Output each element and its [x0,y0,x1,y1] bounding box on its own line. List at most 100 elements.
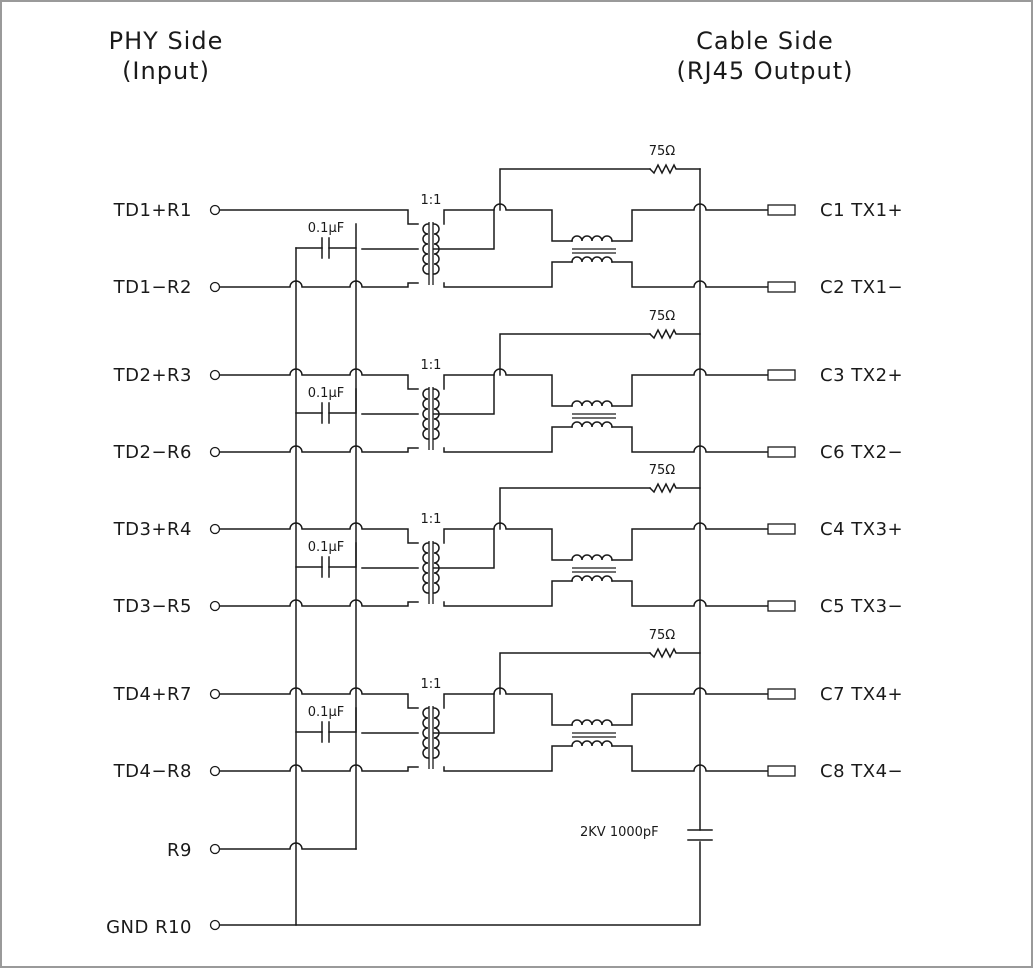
output-connector [767,369,796,381]
pin-label-in-neg: TD4−R8 [113,761,192,782]
output-pos-wire [611,687,769,726]
resistor-75ohm [648,482,701,494]
resistor-75ohm [648,163,701,175]
pin-label-gnd-r10: GND R10 [106,917,192,938]
center-tap [433,209,495,250]
pin-label-in-neg: TD1−R2 [113,277,192,298]
cable-side-subtitle: (RJ45 Output) [676,57,853,85]
choke-coil-upper [571,554,613,561]
transformer-ratio: 1:1 [421,677,442,692]
capacitor-label: 0.1µF [308,221,344,236]
input-neg-wire [219,599,419,607]
center-tap [433,693,495,734]
pin-label-out-pos: C7 TX4+ [820,684,903,705]
output-pos-wire [611,368,769,407]
pin-label-out-neg: C5 TX3− [820,596,903,617]
phy-side-title: PHY Side [109,27,224,55]
resistor-label: 75Ω [649,144,676,159]
output-connector [767,281,796,293]
input-terminal [209,204,221,216]
center-tap [433,528,495,569]
choke-lower-in [443,745,573,772]
input-terminal-gnd [209,919,221,931]
pin-label-out-pos: C3 TX2+ [820,365,903,386]
pin-label-in-pos: TD2+R3 [113,365,192,386]
resistor-75ohm [648,647,701,659]
hv-capacitor-label: 2KV 1000pF [580,825,659,840]
output-neg-wire [611,261,769,288]
output-connector [767,600,796,612]
input-pos-wire [219,687,419,709]
input-terminal [209,446,221,458]
input-terminal [209,523,221,535]
resistor-label: 75Ω [649,463,676,478]
capacitor-label: 0.1µF [308,386,344,401]
pin-label-out-neg: C6 TX2− [820,442,903,463]
transformer-ratio: 1:1 [421,193,442,208]
common-section: R9 GND R10 2KV 1000pF [106,168,713,938]
choke-coil-upper [571,400,613,407]
output-pos-wire [611,522,769,561]
output-connector [767,765,796,777]
ground-return-wire [219,841,701,926]
choke-coil-lower [571,575,613,582]
output-neg-wire [611,426,769,453]
choke-coil-lower [571,740,613,747]
center-tap [433,374,495,415]
choke-coil-upper [571,235,613,242]
termination-wire [499,652,651,695]
input-terminal [209,369,221,381]
input-terminal [209,765,221,777]
pin-label-out-neg: C2 TX1− [820,277,903,298]
resistor-75ohm [648,328,701,340]
output-neg-wire [611,580,769,607]
choke-coil-lower [571,256,613,263]
output-connector [767,523,796,535]
cable-side-title: Cable Side [696,27,834,55]
pin-label-out-neg: C8 TX4− [820,761,903,782]
capacitor-label: 0.1µF [308,540,344,555]
choke-upper-in [443,687,573,726]
pin-label-r9: R9 [167,840,192,861]
input-neg-wire [219,280,419,288]
primary-coil [422,223,429,275]
primary-coil [422,388,429,440]
choke-upper-in [443,368,573,407]
termination-wire [499,487,651,530]
choke-coil-lower [571,421,613,428]
input-pos-wire [219,368,419,390]
input-neg-wire [219,764,419,772]
transformer-ratio: 1:1 [421,512,442,527]
resistor-label: 75Ω [649,309,676,324]
output-neg-wire [611,745,769,772]
input-pos-wire [219,522,419,544]
choke-lower-in [443,580,573,607]
input-terminal [209,281,221,293]
output-pos-wire [611,203,769,242]
pin-label-in-neg: TD3−R5 [113,596,192,617]
pin-label-in-pos: TD3+R4 [113,519,192,540]
pin-label-out-pos: C4 TX3+ [820,519,903,540]
pin-label-out-pos: C1 TX1+ [820,200,903,221]
output-connector [767,688,796,700]
input-neg-wire [219,445,419,453]
pin-label-in-pos: TD4+R7 [113,684,192,705]
transformer-ratio: 1:1 [421,358,442,373]
r9-wire [219,842,357,850]
choke-upper-in [443,522,573,561]
choke-upper-in [443,203,573,242]
input-pos-wire [219,209,419,225]
primary-coil [422,707,429,759]
input-terminal [209,600,221,612]
input-terminal-r9 [209,843,221,855]
pin-label-in-pos: TD1+R1 [113,200,192,221]
choke-coil-upper [571,719,613,726]
pin-label-in-neg: TD2−R6 [113,442,192,463]
